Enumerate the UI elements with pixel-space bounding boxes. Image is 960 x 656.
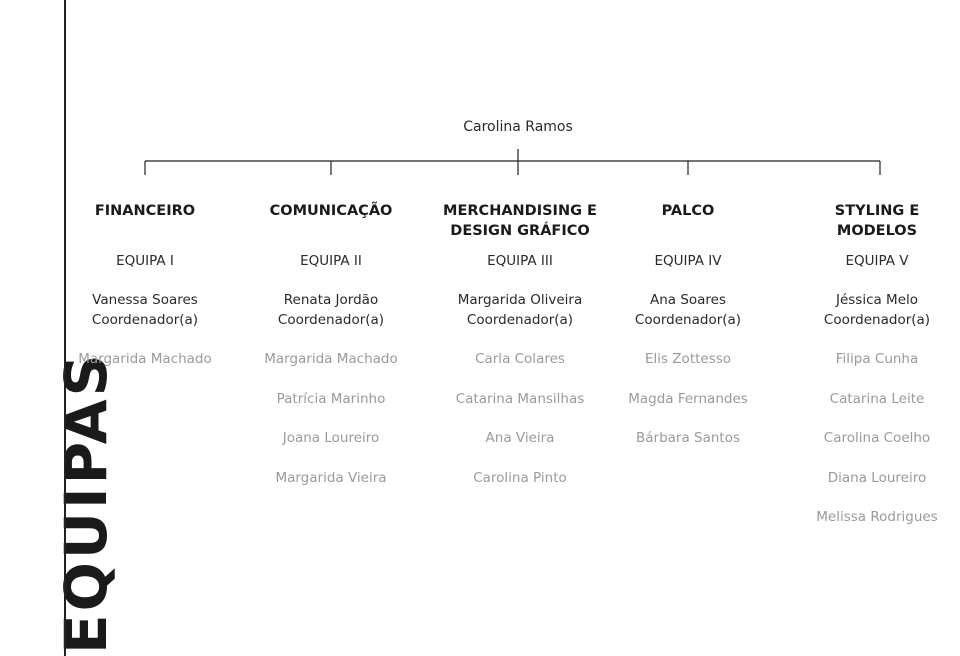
team-label: EQUIPA II [300, 253, 362, 269]
member-item: Catarina Leite [829, 390, 925, 407]
coordinator: Jéssica Melo Coordenador(a) [794, 290, 960, 330]
team-label: EQUIPA V [845, 253, 909, 269]
department-title: PALCO [661, 203, 715, 219]
coordinator-name: Margarida Oliveira [457, 292, 583, 308]
member-item: Patrícia Marinho [276, 390, 386, 407]
coordinator-name: Vanessa Soares [92, 292, 198, 308]
member-item: Bárbara Santos [635, 430, 741, 447]
member-item: Diana Loureiro [827, 469, 927, 486]
coordinator-name: Jéssica Melo [835, 292, 919, 308]
column-comunicacao: COMUNICAÇÃO EQUIPA II Renata Jordão Coor… [241, 201, 421, 507]
coordinator-role: Coordenador(a) [823, 312, 931, 328]
member-item: Margarida Machado [264, 351, 398, 367]
member-item: Margarida Machado [78, 351, 212, 367]
coordinator-role: Coordenador(a) [277, 312, 385, 328]
coordinator-role: Coordenador(a) [466, 312, 574, 328]
member-item: Margarida Vieira [275, 469, 387, 486]
member-item: Carolina Pinto [473, 469, 567, 486]
coordinator: Renata Jordão Coordenador(a) [241, 290, 421, 330]
department-title: FINANCEIRO [94, 203, 196, 219]
coordinator: Margarida Oliveira Coordenador(a) [430, 290, 610, 330]
department-title: COMUNICAÇÃO [269, 203, 393, 219]
member-item: Melissa Rodrigues [816, 509, 938, 526]
coordinator-name: Renata Jordão [283, 292, 379, 308]
member-list: Margarida Machado [55, 349, 235, 389]
team-label: EQUIPA IV [654, 253, 722, 269]
team-label: EQUIPA I [116, 253, 174, 269]
member-item: Catarina Mansilhas [455, 390, 585, 407]
department-title: MERCHANDISING E DESIGN GRÁFICO [443, 203, 597, 239]
department-title: STYLING E MODELOS [834, 203, 920, 239]
team-label: EQUIPA III [487, 253, 553, 269]
coordinator: Vanessa Soares Coordenador(a) [55, 290, 235, 330]
member-item: Joana Loureiro [282, 430, 380, 447]
column-merchandising: MERCHANDISING E DESIGN GRÁFICO EQUIPA II… [430, 201, 610, 507]
member-item: Carolina Coelho [823, 430, 931, 447]
member-item: Filipa Cunha [835, 351, 919, 367]
member-list: Margarida Machado Patrícia Marinho Joana… [241, 349, 421, 507]
column-palco: PALCO EQUIPA IV Ana Soares Coordenador(a… [598, 201, 778, 468]
member-list: Elis Zottesso Magda Fernandes Bárbara Sa… [598, 349, 778, 468]
coordinator-role: Coordenador(a) [91, 312, 199, 328]
member-item: Ana Vieira [485, 430, 555, 447]
coordinator-name: Ana Soares [649, 292, 727, 308]
member-item: Elis Zottesso [644, 351, 732, 367]
coordinator: Ana Soares Coordenador(a) [598, 290, 778, 330]
member-item: Magda Fernandes [628, 390, 748, 407]
vertical-divider [64, 0, 66, 656]
column-styling: STYLING E MODELOS EQUIPA V Jéssica Melo … [794, 201, 960, 547]
member-item: Carla Colares [475, 351, 565, 367]
root-node: Carolina Ramos [463, 119, 573, 135]
member-list: Carla Colares Catarina Mansilhas Ana Vie… [430, 349, 610, 507]
member-list: Filipa Cunha Catarina Leite Carolina Coe… [794, 349, 960, 547]
column-financeiro: FINANCEIRO EQUIPA I Vanessa Soares Coord… [55, 201, 235, 389]
coordinator-role: Coordenador(a) [634, 312, 742, 328]
